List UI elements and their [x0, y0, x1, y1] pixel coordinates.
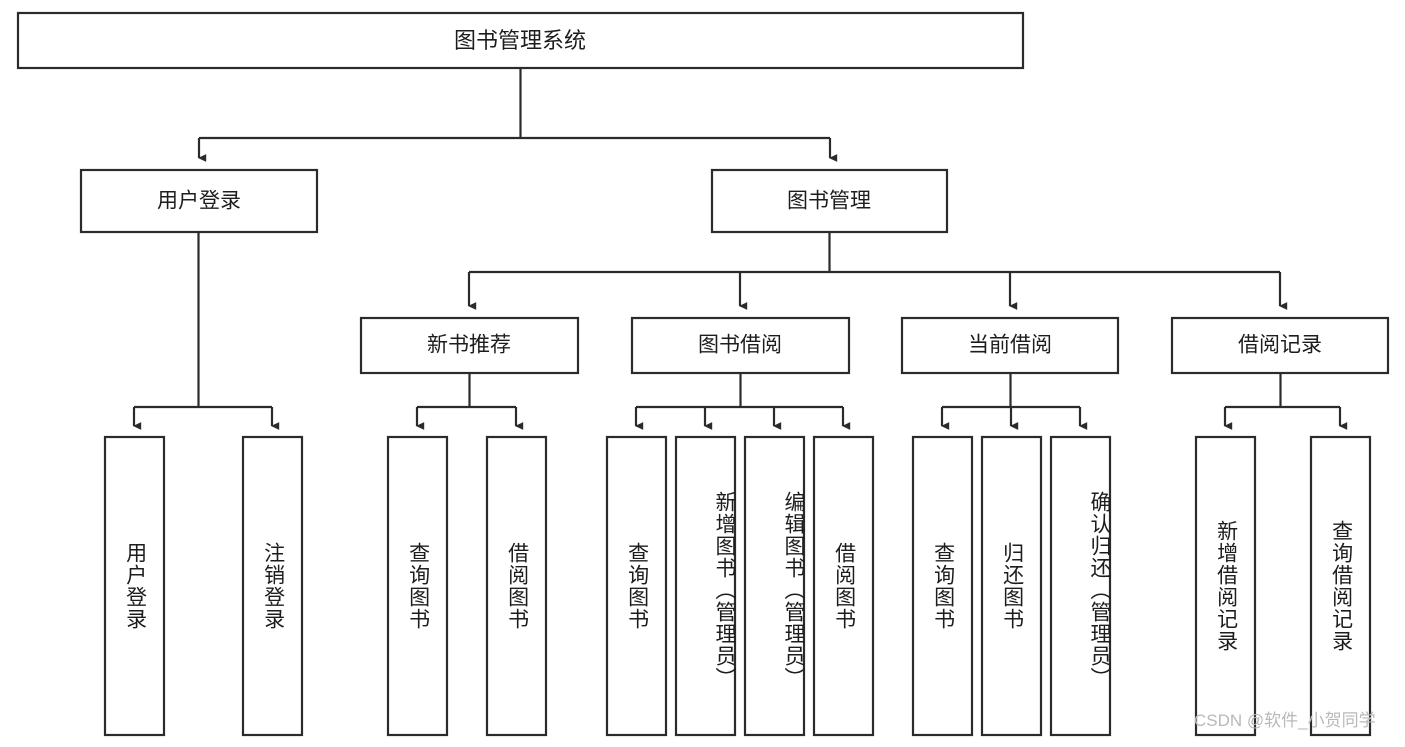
- leaf-borrow-book-box[interactable]: [812, 435, 875, 737]
- node-root[interactable]: 图书管理系统: [16, 11, 1025, 70]
- leaf-query-record-box[interactable]: [1309, 435, 1372, 737]
- leaf-query-book-rec-box[interactable]: [386, 435, 449, 737]
- leaf-add-record-box[interactable]: [1194, 435, 1257, 737]
- leaf-logout-box[interactable]: [241, 435, 304, 737]
- node-book-manage-label: 图书管理: [787, 190, 871, 213]
- node-user-login-label: 用户登录: [157, 190, 241, 213]
- node-borrow-record-label: 借阅记录: [1238, 334, 1322, 357]
- node-new-book-recommend-label: 新书推荐: [427, 334, 511, 357]
- node-book-borrow-label: 图书借阅: [698, 334, 782, 357]
- node-current-borrow-label: 当前借阅: [968, 334, 1052, 357]
- node-book-manage[interactable]: 图书管理: [710, 168, 949, 234]
- node-book-borrow-box[interactable]: [630, 316, 851, 375]
- node-root-box[interactable]: [16, 11, 1025, 70]
- leaf-borrow-book-rec-box[interactable]: [485, 435, 548, 737]
- leaf-query-book-borrow-box[interactable]: [605, 435, 668, 737]
- leaf-edit-book-box[interactable]: [743, 435, 806, 737]
- leaf-add-book-box[interactable]: [674, 435, 737, 737]
- node-current-borrow[interactable]: 当前借阅: [900, 316, 1120, 375]
- node-borrow-record-box[interactable]: [1170, 316, 1390, 375]
- node-new-book-recommend[interactable]: 新书推荐: [359, 316, 580, 375]
- csdn-watermark: CSDN @软件_小贺同学: [1194, 711, 1376, 730]
- node-current-borrow-box[interactable]: [900, 316, 1120, 375]
- connector-group: [132, 68, 1348, 430]
- leaf-box-group: [103, 435, 1372, 737]
- node-new-book-recommend-box[interactable]: [359, 316, 580, 375]
- leaf-confirm-return-box[interactable]: [1049, 435, 1112, 737]
- leaf-return-book-box[interactable]: [980, 435, 1043, 737]
- node-user-login[interactable]: 用户登录: [79, 168, 319, 234]
- node-book-manage-box[interactable]: [710, 168, 949, 234]
- node-user-login-box[interactable]: [79, 168, 319, 234]
- node-root-label: 图书管理系统: [454, 28, 586, 53]
- node-book-borrow[interactable]: 图书借阅: [630, 316, 851, 375]
- leaf-user-login-box[interactable]: [103, 435, 166, 737]
- node-borrow-record[interactable]: 借阅记录: [1170, 316, 1390, 375]
- leaf-query-book-cur-box[interactable]: [911, 435, 974, 737]
